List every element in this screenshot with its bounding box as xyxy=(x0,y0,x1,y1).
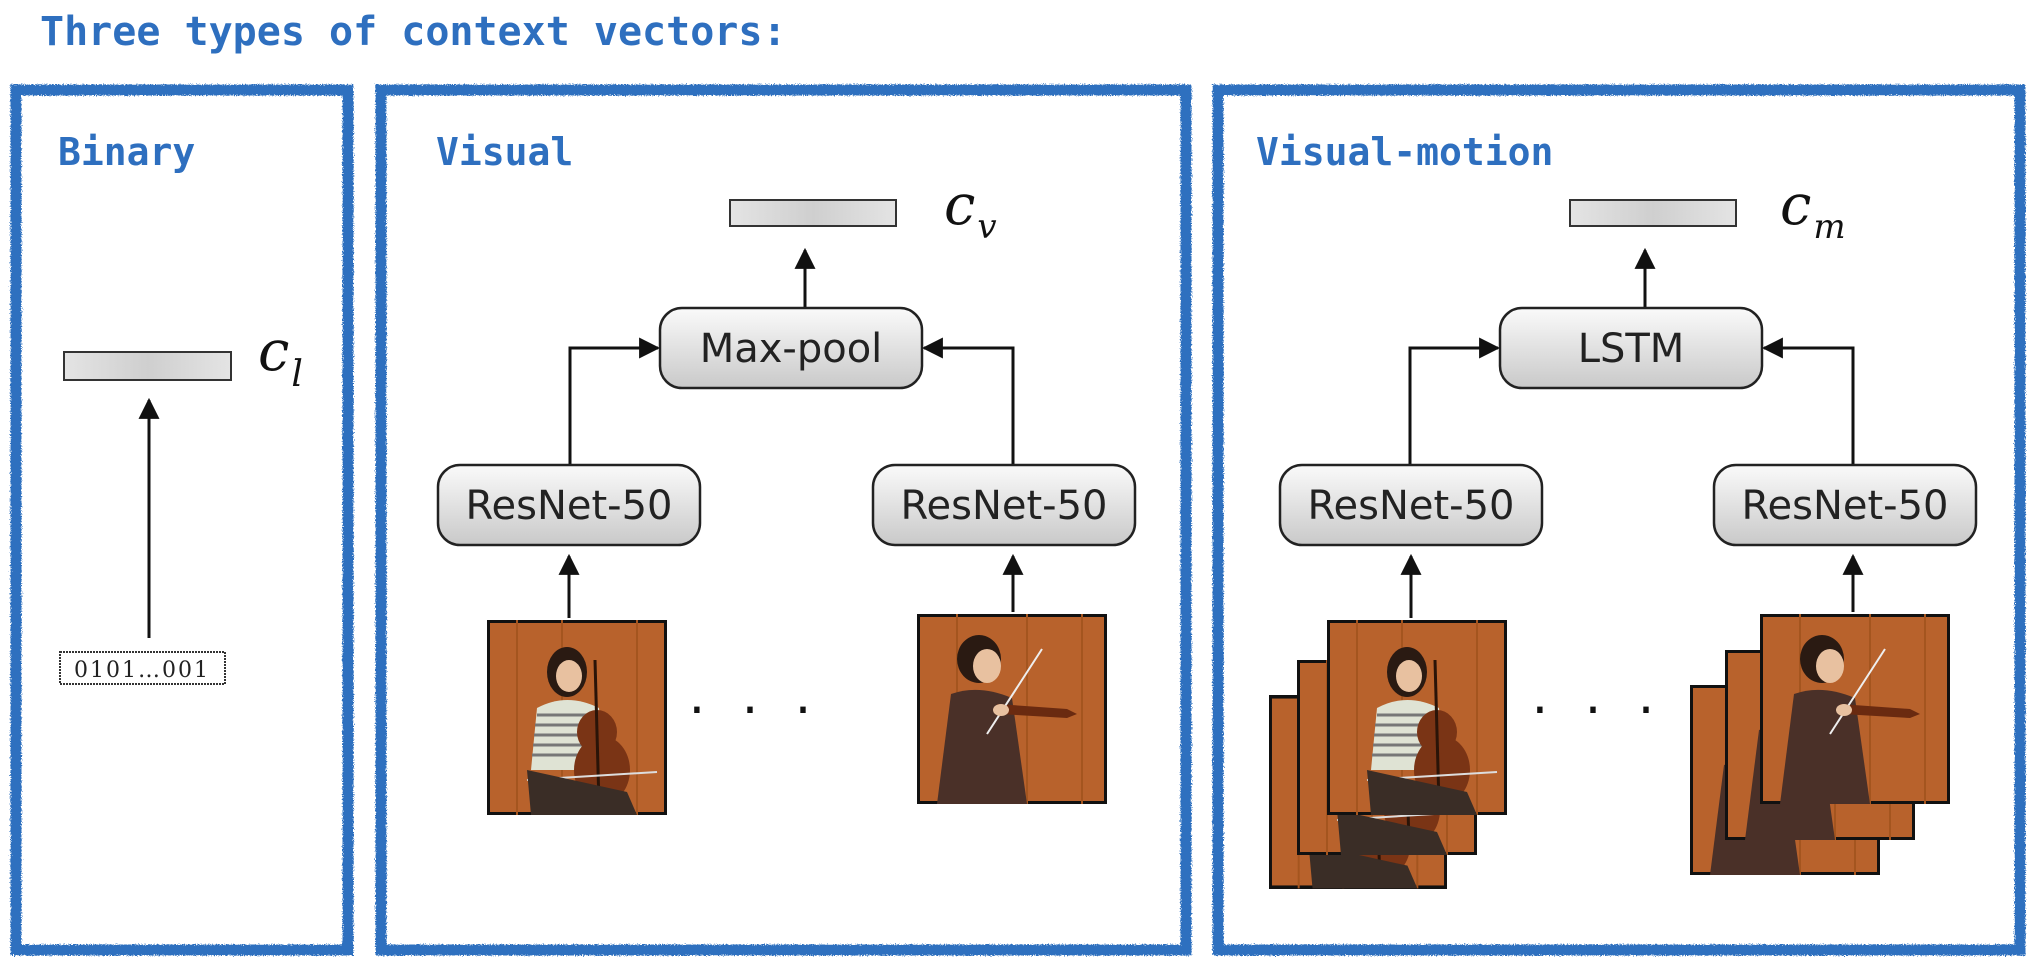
violinist-frame-stack xyxy=(1690,614,1950,875)
motion-vector-subscript: m xyxy=(1813,207,1845,247)
cellist-frame-stack xyxy=(1269,620,1507,888)
visual-resnet-left-box xyxy=(436,463,702,547)
motion-resnet-right-box xyxy=(1712,463,1978,547)
motion-resnet-left-label: ResNet-50 xyxy=(1308,483,1515,529)
motion-context-vector xyxy=(1569,199,1737,227)
motion-left-encoder-arrow xyxy=(1408,337,1501,465)
visual-panel-heading: Visual xyxy=(436,130,573,174)
lstm-label: LSTM xyxy=(1578,326,1685,372)
visual-ellipsis: · · · xyxy=(689,681,822,741)
visual-resnet-left-label: ResNet-50 xyxy=(466,483,673,529)
motion-vector-symbol-letter: c xyxy=(1780,173,1811,238)
binary-code-box xyxy=(59,651,226,685)
motion-resnet-right-label: ResNet-50 xyxy=(1742,483,1949,529)
visual-vector-subscript: v xyxy=(977,207,996,247)
binary-panel-heading: Binary xyxy=(58,130,195,174)
visual-right-encoder-arrow xyxy=(921,337,1015,465)
visual-motion-panel-heading: Visual-motion xyxy=(1256,130,1553,174)
binary-context-vector xyxy=(63,351,232,381)
visual-resnet-right-label: ResNet-50 xyxy=(901,483,1108,529)
cellist-stack-frame-1 xyxy=(1327,620,1507,815)
visual-resnet-right-box xyxy=(871,463,1137,547)
visual-motion-panel-frame xyxy=(1212,84,2026,956)
cellist-frame-image xyxy=(487,620,667,815)
binary-vector-subscript: l xyxy=(291,354,303,395)
motion-vector-symbol: cm xyxy=(1780,173,1846,247)
diagram-title: Three types of context vectors: xyxy=(40,9,787,55)
binary-vector-symbol: cl xyxy=(258,319,303,395)
visual-left-encoder-arrow xyxy=(568,337,661,465)
visual-context-vector xyxy=(729,199,897,227)
motion-right-encoder-arrow xyxy=(1761,337,1855,465)
motion-resnet-left-box xyxy=(1278,463,1544,547)
visual-vector-symbol-letter: c xyxy=(944,173,975,238)
visual-panel-frame xyxy=(375,84,1192,956)
motion-ellipsis: · · · xyxy=(1532,681,1665,741)
binary-code-text: 0101…001 xyxy=(74,658,210,683)
max-pool-label: Max-pool xyxy=(700,326,883,372)
binary-vector-symbol-letter: c xyxy=(258,319,289,384)
violinist-stack-frame-1 xyxy=(1760,614,1950,804)
violinist-frame-image xyxy=(917,614,1107,804)
visual-vector-symbol: cv xyxy=(944,173,997,247)
binary-panel-frame xyxy=(10,84,354,956)
